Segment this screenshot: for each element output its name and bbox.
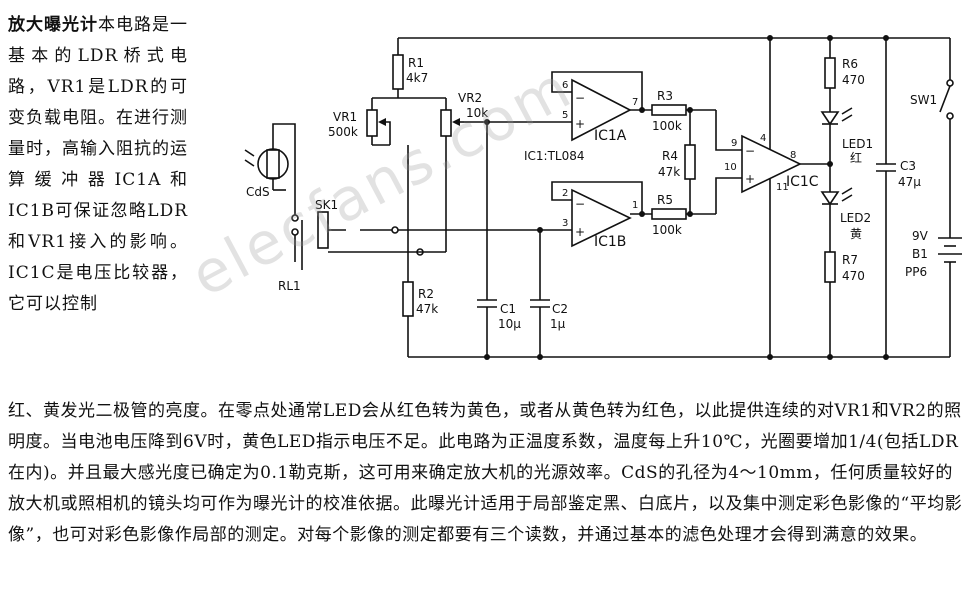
ic1b-pin3: 3: [562, 218, 568, 229]
ic1b-label: IC1B: [594, 234, 626, 250]
led1-name: LED1: [842, 137, 873, 151]
resistor-r5: [651, 208, 687, 220]
c1-value: 10μ: [498, 317, 521, 331]
r7-value: 470: [842, 269, 865, 283]
r2-name: R2: [418, 287, 434, 301]
ic1a-label: IC1A: [594, 128, 627, 144]
resistor-r3: [651, 104, 687, 116]
article-left-body: 本电路是一基本的LDR桥式电路，VR1是LDR的可变负载电阻。在进行测量时，高输…: [8, 15, 188, 314]
opamp-ic1a: [571, 78, 632, 142]
r3-name: R3: [657, 89, 673, 103]
battery-name: B1: [912, 247, 928, 261]
cds-label: CdS: [246, 185, 270, 199]
svg-text:−: −: [575, 197, 585, 211]
svg-text:−: −: [575, 91, 585, 105]
ic1c-pin4: 4: [760, 133, 766, 144]
svg-text:+: +: [575, 117, 585, 131]
led2-color: 黄: [850, 227, 862, 241]
c1-name: C1: [500, 302, 516, 316]
r2-value: 47k: [416, 302, 438, 316]
r7-name: R7: [842, 253, 858, 267]
ic1b-pin1: 1: [632, 200, 638, 211]
r1-value: 4k7: [406, 71, 428, 85]
c2-value: 1μ: [550, 317, 566, 331]
resistor-r2: [402, 281, 414, 317]
sk1-label: SK1: [315, 198, 338, 212]
r5-name: R5: [657, 193, 673, 207]
r5-value: 100k: [652, 223, 682, 237]
r1-name: R1: [408, 56, 424, 70]
article-left-column: 放大曝光计本电路是一基本的LDR桥式电路，VR1是LDR的可变负载电阻。在进行测…: [8, 10, 188, 320]
opamp-ic1b: [571, 188, 632, 248]
ic1a-pin5: 5: [562, 110, 568, 121]
r6-name: R6: [842, 57, 858, 71]
article-title: 放大曝光计: [8, 15, 98, 35]
ic-part-label: IC1:TL084: [524, 149, 585, 163]
r6-value: 470: [842, 73, 865, 87]
switch-sw1: [939, 85, 951, 113]
opamp-ic1c: [741, 134, 802, 194]
led1: [820, 111, 840, 126]
r4-name: R4: [662, 149, 678, 163]
ic1b-pin2: 2: [562, 188, 568, 199]
svg-text:+: +: [575, 225, 585, 239]
potentiometer-vr1: [366, 109, 378, 137]
r3-value: 100k: [652, 119, 682, 133]
vr1-value: 500k: [328, 125, 358, 139]
ldr-cds: [257, 148, 289, 180]
battery-voltage: 9V: [912, 229, 929, 243]
ic1c-label: IC1C: [786, 174, 819, 190]
r4-value: 47k: [658, 165, 680, 179]
article-bottom-paragraph: 红、黄发光二极管的亮度。在零点处通常LED会从红色转为黄色，或者从黄色转为红色，…: [8, 401, 963, 545]
ic1a-pin6: 6: [562, 80, 568, 91]
resistor-r4: [684, 144, 696, 180]
led2: [820, 191, 840, 206]
svg-text:+: +: [745, 172, 755, 186]
battery-type: PP6: [905, 265, 927, 279]
svg-text:−: −: [745, 144, 755, 158]
c3-name: C3: [900, 159, 916, 173]
ic1c-pin9: 9: [731, 138, 737, 149]
led1-color: 红: [850, 150, 862, 165]
ic1c-pin10: 10: [724, 162, 737, 173]
resistor-r6: [824, 57, 836, 89]
vr1-name: VR1: [333, 110, 357, 124]
vr2-value: 10k: [466, 106, 488, 120]
rl1-label: RL1: [278, 279, 301, 293]
ic1c-pin8: 8: [790, 150, 796, 161]
ic1a-pin7: 7: [632, 97, 638, 108]
c3-value: 47μ: [898, 175, 921, 189]
led2-name: LED2: [840, 211, 871, 225]
c2-name: C2: [552, 302, 568, 316]
resistor-r1: [392, 54, 404, 90]
vr2-name: VR2: [458, 91, 482, 105]
resistor-r7: [824, 251, 836, 283]
ic1c-pin11: 11: [776, 182, 789, 193]
sw1-label: SW1: [910, 93, 937, 107]
